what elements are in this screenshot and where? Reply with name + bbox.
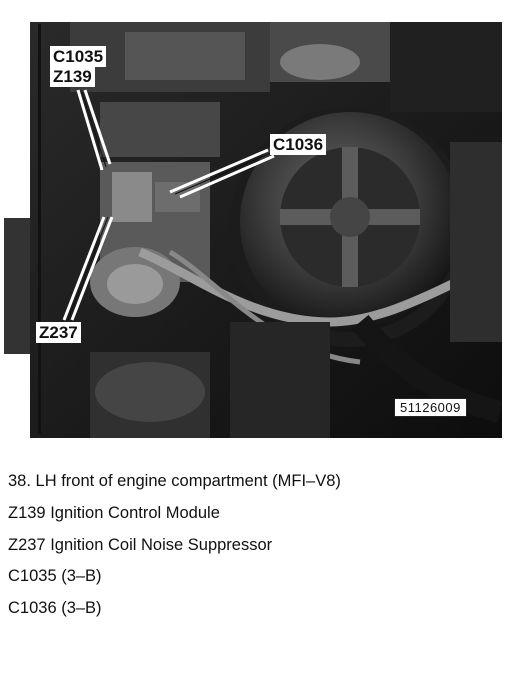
figure-id-label: 51126009	[394, 398, 467, 417]
callout-z237: Z237	[36, 322, 81, 343]
engine-compartment-photo	[30, 22, 502, 438]
callout-z139: Z139	[50, 66, 95, 87]
caption-item-c1036: C1036 (3–B)	[8, 599, 102, 618]
caption-item-c1035: C1035 (3–B)	[8, 567, 102, 586]
left-edge-bracket	[4, 218, 30, 354]
left-margin-line	[38, 24, 41, 434]
callout-c1035: C1035	[50, 46, 107, 67]
caption-title: 38. LH front of engine compartment (MFI–…	[8, 472, 341, 490]
caption-item-z237: Z237 Ignition Coil Noise Suppressor	[8, 535, 273, 554]
caption-item-z139: Z139 Ignition Control Module	[8, 503, 220, 522]
figure-caption: 38. LH front of engine compartment (MFI–…	[8, 466, 508, 625]
callout-c1036: C1036	[270, 134, 327, 155]
